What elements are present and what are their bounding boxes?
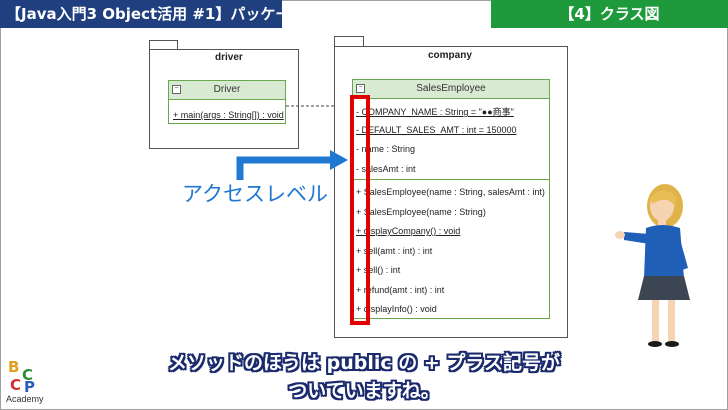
operation-display-info: + displayInfo() : void [356, 304, 437, 314]
logo-letter-c2: C [10, 376, 22, 394]
operation-display-company: + displayCompany() : void [356, 226, 461, 236]
package-name-driver: driver [215, 52, 243, 63]
attribute-name: - name : String [356, 144, 416, 154]
logo-letter-c1: C [22, 366, 34, 384]
lesson-title: 【Java入門3 Object活用 #1】パッケージ [0, 0, 305, 28]
presenter-character [615, 184, 690, 347]
operation-sell: + sell() : int [356, 265, 401, 275]
class-salesemployee: − SalesEmployee - COMPANY_NAME : String … [352, 79, 550, 319]
class-name-salesemployee: SalesEmployee [416, 83, 486, 94]
package-name-company: company [428, 50, 472, 61]
attribute-company-name: - COMPANY_NAME : String = "●●商事" [356, 107, 514, 117]
subtitle-line-2: ついていますね。 [288, 380, 440, 402]
logo-letter-p: P [24, 378, 35, 396]
class-compartment-divider [353, 179, 549, 180]
operation-constructor-2: + SalesEmployee(name : String) [356, 207, 486, 217]
logo-text: Academy [6, 394, 44, 404]
class-driver: − Driver + main(args : String[]) : void [168, 80, 286, 124]
access-level-label: アクセスレベル [182, 182, 328, 206]
attribute-default-sales-amt: - DEFAULT_SALES_AMT : int = 150000 [356, 125, 517, 135]
access-modifier-highlight [350, 95, 370, 325]
operation-sell-amt: + sell(amt : int) : int [356, 246, 433, 256]
subtitle-line-1: メソッドのほうは public の + プラス記号が [167, 352, 560, 374]
operation-constructor-1: + SalesEmployee(name : String, salesAmt … [356, 187, 545, 197]
collapse-icon: − [172, 85, 181, 94]
class-header-driver: − Driver [169, 81, 285, 100]
section-title: 【4】クラス図 [491, 0, 728, 28]
operation-refund: + refund(amt : int) : int [356, 285, 445, 295]
class-header-salesemployee: − SalesEmployee [353, 80, 549, 99]
attribute-sales-amt: - salesAmt : int [356, 164, 416, 174]
collapse-icon: − [356, 84, 365, 93]
logo-letter-b: B [8, 358, 20, 376]
operation-main: + main(args : String[]) : void [173, 110, 284, 120]
class-name-driver: Driver [213, 84, 241, 95]
